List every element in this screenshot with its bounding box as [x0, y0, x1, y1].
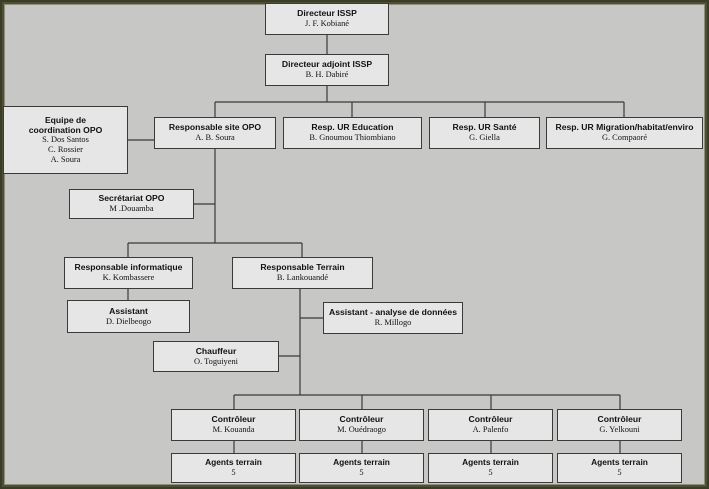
- node-assistant-analyse: Assistant - analyse de données R. Millog…: [323, 302, 463, 334]
- node-controleur-3: Contrôleur A. Palenfo: [428, 409, 553, 441]
- node-title: Directeur ISSP: [297, 8, 357, 19]
- node-secretariat-opo: Secrétariat OPO M .Douamba: [69, 189, 194, 219]
- node-count: 5: [231, 468, 236, 477]
- node-responsable-terrain: Responsable Terrain B. Lankouandé: [232, 257, 373, 289]
- node-title: Resp. UR Santé: [452, 122, 517, 133]
- node-controleur-1: Contrôleur M. Kouanda: [171, 409, 296, 441]
- node-agents-terrain-3: Agents terrain 5: [428, 453, 553, 483]
- node-assistant: Assistant D. Dielbeogo: [67, 300, 190, 333]
- node-chauffeur: Chauffeur O. Toguiyeni: [153, 341, 279, 372]
- node-title: Assistant: [109, 305, 148, 316]
- node-person: G. Compaoré: [601, 133, 648, 143]
- node-person: A. Palenfo: [472, 425, 509, 435]
- node-title: Responsable informatique: [74, 262, 183, 273]
- node-directeur-adjoint: Directeur adjoint ISSP B. H. Dabiré: [265, 54, 389, 86]
- node-person: G. Giella: [469, 133, 500, 143]
- node-title: Equipe de coordination OPO: [28, 114, 103, 135]
- node-title: Contrôleur: [339, 414, 384, 425]
- node-person: S. Dos Santos: [42, 135, 89, 145]
- node-title: Assistant - analyse de données: [329, 307, 457, 318]
- node-person: K. Kombassere: [102, 273, 155, 283]
- node-person: O. Toguiyeni: [194, 356, 238, 366]
- node-person: B. Lankouandé: [276, 273, 329, 283]
- node-title: Agents terrain: [462, 457, 519, 468]
- node-title: Responsable Terrain: [260, 262, 345, 273]
- node-person: B. H. Dabiré: [305, 70, 349, 80]
- node-controleur-2: Contrôleur M. Ouédraogo: [299, 409, 424, 441]
- node-title: Resp. UR Education: [311, 122, 394, 133]
- node-title: Contrôleur: [211, 414, 256, 425]
- node-person: A. B. Soura: [195, 133, 235, 143]
- node-resp-ur-migration: Resp. UR Migration/habitat/enviro G. Com…: [546, 117, 703, 149]
- node-title: Agents terrain: [205, 457, 262, 468]
- node-title: Contrôleur: [597, 414, 642, 425]
- node-person: D. Dielbeogo: [105, 316, 152, 326]
- node-resp-ur-education: Resp. UR Education B. Gnoumou Thiombiano: [283, 117, 422, 149]
- node-count: 5: [488, 468, 493, 477]
- node-person: A. Soura: [50, 154, 81, 164]
- node-person: J. F. Kobiané: [305, 19, 349, 29]
- node-responsable-site-opo: Responsable site OPO A. B. Soura: [154, 117, 276, 149]
- node-count: 5: [617, 468, 622, 477]
- node-title: Agents terrain: [591, 457, 648, 468]
- node-person: M. Kouanda: [212, 425, 255, 435]
- node-agents-terrain-4: Agents terrain 5: [557, 453, 682, 483]
- node-count: 5: [359, 468, 364, 477]
- node-title: Directeur adjoint ISSP: [281, 59, 373, 70]
- node-title: Contrôleur: [468, 414, 513, 425]
- node-person: M. Ouédraogo: [337, 425, 386, 435]
- node-title: Chauffeur: [195, 345, 237, 356]
- node-person: C. Rossier: [48, 145, 83, 155]
- node-controleur-4: Contrôleur G. Yelkouni: [557, 409, 682, 441]
- node-title: Resp. UR Migration/habitat/enviro: [555, 122, 694, 133]
- node-responsable-informatique: Responsable informatique K. Kombassere: [64, 257, 193, 289]
- node-agents-terrain-2: Agents terrain 5: [299, 453, 424, 483]
- node-person: M .Douamba: [109, 204, 154, 214]
- node-equipe-coordination: Equipe de coordination OPO S. Dos Santos…: [3, 106, 128, 174]
- node-directeur: Directeur ISSP J. F. Kobiané: [265, 3, 389, 35]
- node-person: G. Yelkouni: [599, 425, 640, 435]
- node-title: Secrétariat OPO: [98, 193, 165, 204]
- node-agents-terrain-1: Agents terrain 5: [171, 453, 296, 483]
- node-title: Responsable site OPO: [168, 122, 262, 133]
- node-resp-ur-sante: Resp. UR Santé G. Giella: [429, 117, 540, 149]
- node-person: R. Millogo: [374, 318, 412, 328]
- node-person: B. Gnoumou Thiombiano: [309, 133, 396, 143]
- node-title: Agents terrain: [333, 457, 390, 468]
